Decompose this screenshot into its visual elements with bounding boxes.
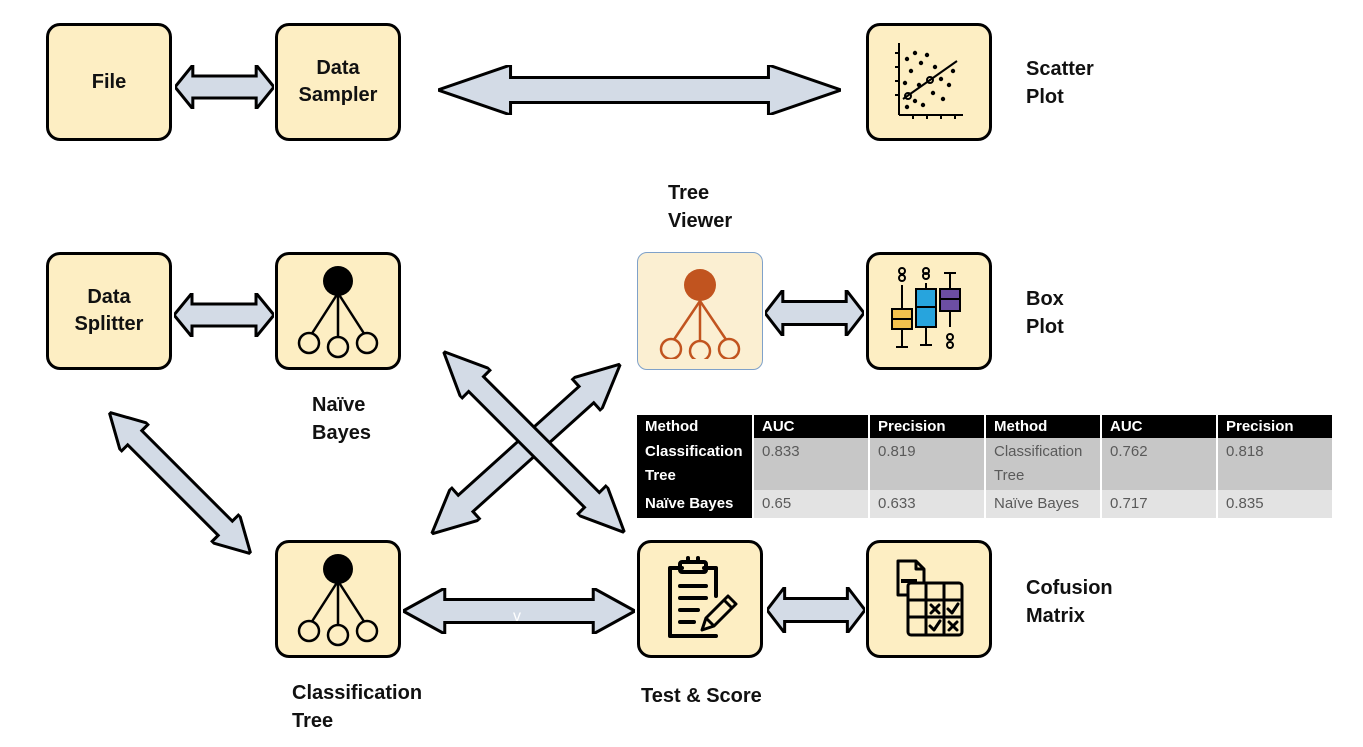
- table-cell: 0.762: [1101, 438, 1218, 490]
- confusion-matrix-node[interactable]: [866, 540, 992, 658]
- tree-viewer-node[interactable]: [637, 252, 763, 370]
- table-header-cell: Method: [985, 415, 1102, 438]
- results-table: Method AUC Precision Method AUC Precisio…: [637, 415, 1334, 518]
- classification-tree-node[interactable]: [275, 540, 401, 658]
- tree-icon: [659, 269, 741, 359]
- data-splitter-label-2: Splitter: [74, 313, 144, 335]
- table-row: Naïve Bayes 0.65 0.633 Naïve Bayes 0.717…: [637, 490, 1334, 518]
- arrow-treeviewer-boxplot: [765, 290, 864, 336]
- test-score-node[interactable]: [637, 540, 763, 658]
- data-splitter-label-1: Data: [87, 286, 131, 308]
- table-cell-method: Classification Tree: [637, 438, 754, 490]
- box-plot-node[interactable]: [866, 252, 992, 370]
- arrow-sampler-scatter: [438, 65, 841, 115]
- arrow-testscore-matrix: [767, 587, 865, 633]
- table-cell: Classification Tree: [985, 438, 1102, 490]
- naive-bayes-node[interactable]: [275, 252, 401, 370]
- data-sampler-node[interactable]: Data Sampler: [275, 23, 401, 141]
- box-plot-icon: [891, 267, 961, 349]
- arrow-splitter-naive-bayes: [174, 293, 274, 337]
- clipboard-edit-icon: [668, 556, 738, 638]
- test-score-label: Test & Score: [641, 685, 762, 707]
- table-cell: Naïve Bayes: [985, 490, 1102, 518]
- matrix-icon: [896, 559, 964, 637]
- table-cell: 0.65: [753, 490, 870, 518]
- scatter-plot-node[interactable]: [866, 23, 992, 141]
- table-cell: 0.633: [869, 490, 986, 518]
- table-header-row: Method AUC Precision Method AUC Precisio…: [637, 415, 1334, 438]
- tree-icon: [297, 554, 379, 647]
- table-header-cell: Precision: [869, 415, 986, 438]
- table-cell: 0.819: [869, 438, 986, 490]
- scatter-plot-icon: [895, 43, 963, 119]
- tree-icon: [297, 266, 379, 359]
- table-cell: 0.717: [1101, 490, 1218, 518]
- table-header-cell: AUC: [753, 415, 870, 438]
- table-header-cell: Precision: [1217, 415, 1334, 438]
- connector-label: v: [513, 608, 521, 625]
- table-row: Classification Tree 0.833 0.819 Classifi…: [637, 438, 1334, 490]
- arrow-splitter-classtree: [95, 398, 265, 568]
- file-node-label: File: [91, 70, 127, 93]
- data-splitter-node[interactable]: Data Splitter: [46, 252, 172, 370]
- data-sampler-label-2: Sampler: [298, 84, 378, 106]
- table-cell: 0.835: [1217, 490, 1334, 518]
- arrow-file-sampler: [175, 65, 274, 109]
- table-cell: 0.818: [1217, 438, 1334, 490]
- table-header-cell: AUC: [1101, 415, 1218, 438]
- table-header-cell: Method: [637, 415, 754, 438]
- table-cell-method: Naïve Bayes: [637, 490, 754, 518]
- data-sampler-label-1: Data: [316, 57, 360, 79]
- table-cell: 0.833: [753, 438, 870, 490]
- file-node[interactable]: File: [46, 23, 172, 141]
